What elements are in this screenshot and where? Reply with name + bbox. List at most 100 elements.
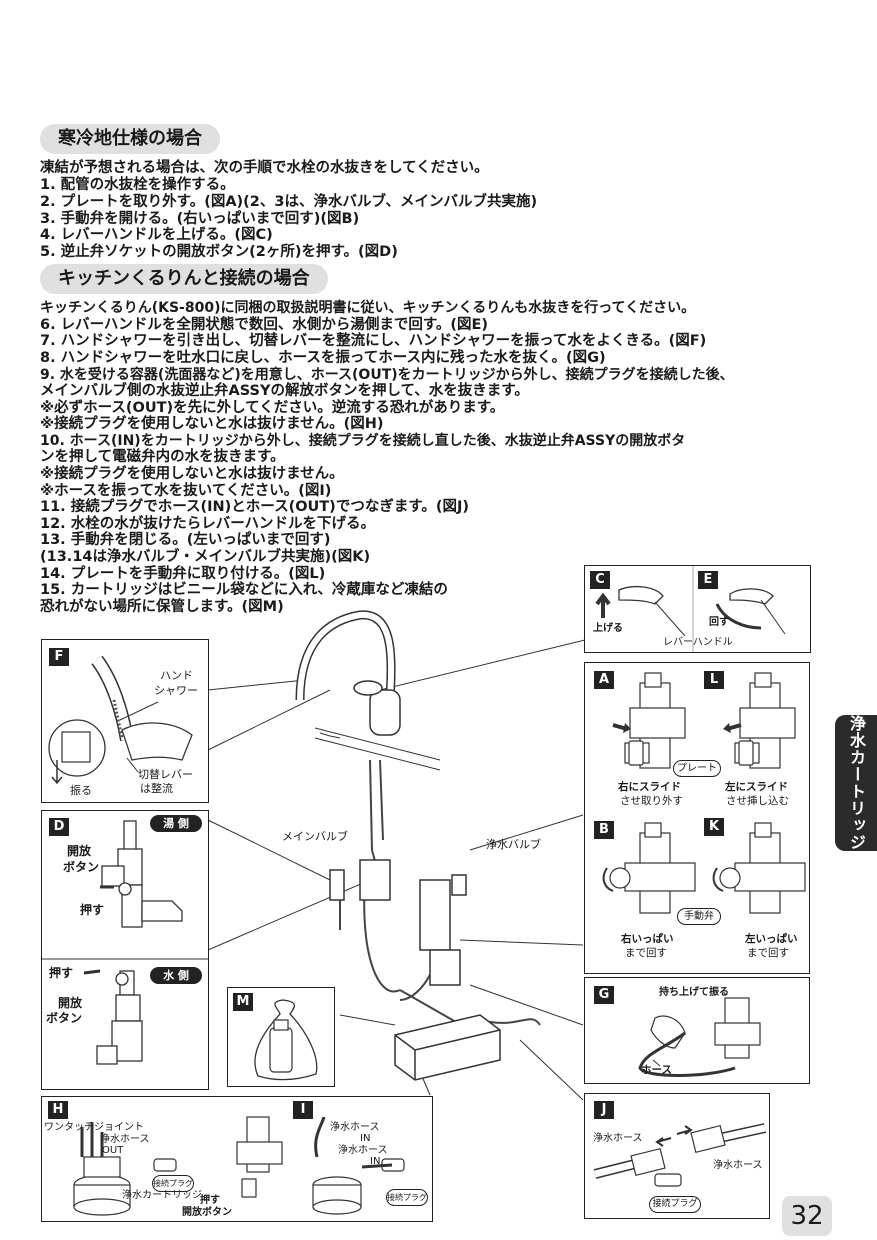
figure-panel-g: G 持ち上げて振る ホース — [584, 977, 810, 1084]
open-button-label-3: 開放 — [58, 996, 83, 1010]
hose-shake-illustration — [638, 997, 761, 1077]
push-label: 押す — [80, 903, 105, 917]
step-item: 9. 水を受ける容器(洗面器など)を用意し、ホース(OUT)をカートリッジから外… — [40, 367, 734, 383]
shake-label: 振る — [70, 784, 92, 797]
hand-shower-label-1: ハンド — [160, 669, 193, 682]
step-item: 7. ハンドシャワーを引き出し、切替レバーを整流にし、ハンドシャワーを振って水を… — [40, 333, 707, 349]
filter-hose-out-label-1: 浄水ホース — [100, 1134, 150, 1145]
step-item: ンを押して電磁弁内の水を抜きます。 — [40, 449, 285, 465]
manual-valve-label: 手動弁 — [677, 908, 721, 925]
step-item: 11. 接続プラグでホース(IN)とホース(OUT)でつなぎます。(図J) — [40, 499, 470, 515]
figure-panel-f: F ハンド シャワー 切替レバー は整流 振る — [41, 639, 209, 803]
slide-right-label: 右にスライド — [618, 781, 681, 793]
figure-tag-i: I — [293, 1101, 313, 1119]
step-item: メインバルブ側の水抜逆止弁ASSYの解放ボタンを押して、水を抜きます。 — [40, 383, 529, 399]
filter-hose-left-label: 浄水ホース — [593, 1133, 643, 1144]
push-label-h: 押す — [200, 1195, 220, 1206]
figure-tag-c: C — [590, 571, 610, 589]
step-item: (13.14は浄水バルブ・メインバルブ共実施)(図K) — [40, 549, 371, 565]
step-item: 5. 逆止弁ソケットの開放ボタン(2ヶ所)を押す。(図D) — [40, 244, 398, 260]
step-item: ※接続プラグを使用しないと水は抜けません。(図H) — [40, 416, 384, 432]
filter-hose-out-label-2: OUT — [102, 1145, 124, 1156]
page-number: 32 — [782, 1196, 832, 1236]
figure-tag-b: B — [594, 821, 614, 839]
step-item: ※ホースを振って水を抜いてください。(図I) — [40, 483, 332, 499]
step-item: 3. 手動弁を開ける。(右いっぱいまで回す)(図B) — [40, 211, 360, 227]
figure-panel-m: M — [227, 987, 335, 1087]
step-item: ※必ずホース(OUT)を先に外してください。逆流する恐れがあります。 — [40, 400, 505, 416]
section-title-cold-climate: 寒冷地仕様の場合 — [40, 124, 220, 154]
filter-hose-in-label-2: IN — [360, 1133, 371, 1144]
full-right-label: 右いっぱい — [621, 933, 674, 945]
figure-tag-a: A — [594, 671, 614, 689]
full-right-sub: まで回す — [625, 947, 667, 959]
step-item: 4. レバーハンドルを上げる。(図C) — [40, 227, 273, 243]
hand-shower-label-2: シャワー — [154, 684, 198, 697]
figure-tag-h: H — [48, 1101, 68, 1119]
plug-label-h: 接続プラグ — [152, 1175, 194, 1192]
figure-tag-e: E — [698, 571, 718, 589]
full-left-label: 左いっぱい — [745, 933, 798, 945]
figure-tag-f: F — [49, 648, 69, 666]
open-button-label-2: ボタン — [63, 860, 100, 874]
step-item: 12. 水栓の水が抜けたらレバーハンドルを下げる。 — [40, 516, 375, 532]
filter-hose-in-label-1: 浄水ホース — [330, 1122, 380, 1133]
bagged-cartridge-illustration — [254, 999, 318, 1081]
onetouch-joint-label: ワンタッチジョイント — [44, 1122, 144, 1133]
figure-panel-d: D 湯 側 水 側 開放 ボタン 押す 押す 開放 ボタン — [41, 810, 209, 1090]
hose-disconnect-illustration — [73, 1116, 405, 1216]
figure-panel-j: J 浄水ホース 浄水ホース 接続プラグ — [584, 1093, 770, 1219]
up-label: 上げる — [593, 623, 623, 634]
step-item: 8. ハンドシャワーを吐水口に戻し、ホースを振ってホース内に残った水を抜く。(図… — [40, 350, 606, 366]
open-button-label-4: ボタン — [46, 1011, 83, 1025]
figure-tag-g: G — [594, 986, 614, 1004]
step-item: 10. ホース(IN)をカートリッジから外し、接続プラグを接続し直した後、水抜逆… — [40, 433, 686, 449]
cold-side-label: 水 側 — [150, 967, 202, 984]
lever-illustration — [595, 566, 786, 652]
figure-tag-j: J — [594, 1101, 614, 1119]
lever-label-2: は整流 — [140, 782, 173, 795]
hand-shower-illustration — [48, 655, 193, 785]
step-item: ※接続プラグを使用しないと水は抜けません。 — [40, 466, 344, 482]
hot-side-label: 湯 側 — [150, 815, 202, 832]
figure-panel-ce: C E 上げる 回す レバーハンドル — [584, 565, 811, 653]
figure-tag-m: M — [233, 993, 253, 1011]
open-button-label-1: 開放 — [67, 844, 92, 858]
open-button-label-h: 開放ボタン — [182, 1207, 232, 1218]
figure-panel-albk: A L B K プレート 右にスライド させ取り外す 左にスライド させ挿し込む… — [584, 662, 810, 974]
valve-illustrations — [602, 672, 806, 914]
push-label-2: 押す — [49, 966, 74, 980]
filter-hose-right-label: 浄水ホース — [713, 1160, 763, 1171]
section-intro: 凍結が予想される場合は、次の手順で水栓の水抜きをしてください。 — [40, 160, 489, 176]
step-item: 6. レバーハンドルを全開状態で数回、水側から湯側まで回す。(図E) — [40, 317, 489, 333]
main-valve-label: メインバルブ — [282, 830, 348, 843]
step-item: 15. カートリッジはビニール袋などに入れ、冷蔵庫など凍結の — [40, 582, 448, 598]
plug-label-j: 接続プラグ — [649, 1196, 701, 1213]
figure-tag-l: L — [704, 671, 724, 689]
filter-valve-label: 浄水バルブ — [486, 838, 541, 851]
turn-label: 回す — [709, 617, 729, 628]
slide-left-label: 左にスライド — [725, 781, 788, 793]
figure-panel-hi: H I ワンタッチジョイント 浄水ホース OUT 接続プラグ 浄水カートリッジ … — [41, 1096, 433, 1222]
lever-label-1: 切替レバー — [138, 768, 193, 781]
section-title-kurulin: キッチンくるりんと接続の場合 — [40, 264, 328, 294]
step-item: 1. 配管の水抜栓を操作する。 — [40, 177, 235, 193]
lift-shake-label: 持ち上げて振る — [659, 987, 729, 998]
slide-right-sub: させ取り外す — [620, 795, 683, 807]
full-left-sub: まで回す — [747, 947, 789, 959]
filter-cartridge-label: 浄水カートリッジ — [122, 1190, 202, 1201]
sidebar-tab-filter-cartridge: 浄水カートリッジ — [835, 715, 877, 851]
filter-hose-in-label-4: IN — [370, 1156, 381, 1167]
plate-label: プレート — [673, 760, 721, 777]
section-intro: キッチンくるりん(KS-800)に同梱の取扱説明書に従い、キッチンくるりんも水抜… — [40, 300, 696, 316]
figure-tag-d: D — [49, 818, 69, 836]
lever-handle-label: レバーハンドル — [663, 637, 733, 648]
hose-connect-illustration — [593, 1123, 767, 1187]
figure-tag-k: K — [704, 818, 724, 836]
hose-label: ホース — [641, 1064, 672, 1076]
check-valve-illustration — [42, 820, 208, 1065]
step-item: 恐れがない場所に保管します。(図M) — [40, 599, 284, 615]
step-item: 13. 手動弁を閉じる。(左いっぱいまで回す) — [40, 532, 331, 548]
filter-hose-in-label-3: 浄水ホース — [338, 1145, 388, 1156]
